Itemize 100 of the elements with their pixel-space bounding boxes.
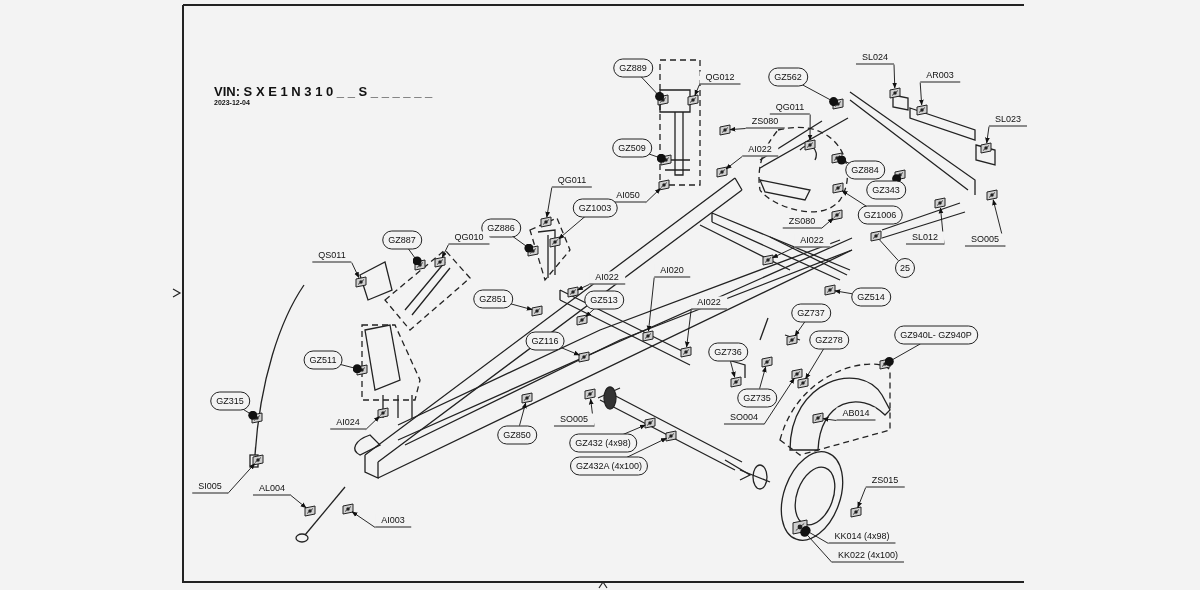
part-drawing	[658, 179, 670, 191]
part-number-callout: GZ509	[612, 138, 652, 158]
part-number-callout: GZ343	[866, 180, 906, 200]
part-number-callout: GZ735	[737, 388, 777, 408]
part-number-label: AI022	[742, 143, 778, 157]
part-number-label: AI022	[589, 271, 625, 285]
part-drawing	[342, 503, 354, 515]
part-number-callout: GZ278	[809, 330, 849, 350]
part-number-label: QG012	[699, 71, 741, 85]
part-drawing	[356, 364, 368, 376]
part-drawing	[531, 305, 543, 317]
part-number-callout: GZ889	[613, 58, 653, 78]
part-number-label: QG011	[551, 174, 593, 188]
part-number-callout: GZ1003	[572, 198, 618, 218]
part-drawing	[980, 142, 992, 154]
part-drawing	[578, 351, 590, 363]
part-number-label: AI050	[610, 189, 646, 203]
part-drawing	[657, 94, 669, 106]
part-number-callout: GZ432A (4x100)	[570, 456, 648, 476]
part-drawing	[916, 104, 928, 116]
part-drawing	[879, 358, 891, 370]
part-drawing	[832, 98, 844, 110]
part-number-callout: GZ511	[303, 350, 343, 370]
part-number-label: SL023	[989, 113, 1027, 127]
part-drawing	[786, 334, 798, 346]
part-number-label: SO004	[724, 411, 764, 425]
part-drawing	[761, 356, 773, 368]
part-number-callout: GZ737	[791, 303, 831, 323]
part-drawing	[576, 314, 588, 326]
part-drawing	[894, 169, 906, 181]
part-drawing	[252, 454, 264, 466]
part-number-label: AR003	[920, 69, 960, 83]
part-number-label: SO005	[554, 413, 594, 427]
part-drawing	[644, 417, 656, 429]
part-number-callout: GZ736	[708, 342, 748, 362]
part-drawing	[986, 189, 998, 201]
part-number-label: AI022	[794, 234, 830, 248]
part-drawing	[804, 139, 816, 151]
part-number-label: KK014 (4x98)	[828, 530, 896, 544]
vin-text: VIN: S X E 1 N 3 1 0 _ _ S _ _ _ _ _ _	[214, 84, 433, 99]
part-number-callout: GZ116	[525, 331, 565, 351]
part-number-callout: 25	[895, 258, 915, 278]
part-drawing	[567, 286, 579, 298]
part-number-label: SL024	[856, 51, 894, 65]
part-number-label: AL004	[253, 482, 291, 496]
leader-line	[878, 239, 899, 262]
part-drawing	[434, 256, 446, 268]
part-drawing	[540, 216, 552, 228]
part-drawing	[934, 197, 946, 209]
part-number-callout: GZ1006	[857, 205, 903, 225]
part-number-callout: GZ850	[497, 425, 537, 445]
part-number-label: QS011	[312, 249, 352, 263]
part-drawing	[850, 506, 862, 518]
part-number-callout: GZ315	[210, 391, 250, 411]
part-number-callout: GZ940L- GZ940P	[894, 325, 978, 345]
part-drawing	[792, 519, 808, 535]
part-drawing	[831, 209, 843, 221]
part-number-label: QG011	[769, 101, 811, 115]
part-drawing	[251, 412, 263, 424]
part-drawing	[584, 388, 596, 400]
part-number-label: SI005	[192, 480, 228, 494]
part-number-label: AB014	[836, 407, 876, 421]
part-number-label: SL012	[906, 231, 944, 245]
part-drawing	[716, 166, 728, 178]
part-number-callout: GZ514	[851, 287, 891, 307]
part-number-callout: GZ887	[382, 230, 422, 250]
part-number-label: AI022	[691, 296, 727, 310]
part-number-callout: GZ851	[473, 289, 513, 309]
part-number-label: ZS080	[782, 215, 822, 229]
part-drawing	[304, 505, 316, 517]
part-number-label: ZS080	[745, 115, 785, 129]
part-drawing	[665, 430, 677, 442]
part-drawing	[730, 376, 742, 388]
part-drawing	[762, 254, 774, 266]
part-drawing	[355, 276, 367, 288]
part-number-callout: GZ432 (4x98)	[569, 433, 637, 453]
part-drawing	[660, 154, 672, 166]
part-drawing	[791, 368, 803, 380]
part-number-callout: GZ562	[768, 67, 808, 87]
part-drawing	[414, 259, 426, 271]
part-drawing	[870, 230, 882, 242]
part-drawing	[797, 377, 809, 389]
part-drawing	[889, 87, 901, 99]
part-number-label: ZS015	[865, 474, 905, 488]
part-drawing	[824, 284, 836, 296]
part-drawing	[812, 412, 824, 424]
part-number-label: AI020	[654, 264, 690, 278]
part-number-label: KK022 (4x100)	[832, 549, 904, 563]
part-number-label: QG010	[448, 231, 490, 245]
part-drawing	[642, 330, 654, 342]
part-drawing	[680, 346, 692, 358]
part-drawing	[521, 392, 533, 404]
part-number-label: AI024	[330, 416, 366, 430]
part-number-label: SO005	[965, 233, 1005, 247]
part-drawing	[719, 124, 731, 136]
part-number-label: AI003	[375, 514, 411, 528]
part-drawing	[377, 407, 389, 419]
part-drawing	[527, 245, 539, 257]
part-number-callout: GZ513	[584, 290, 624, 310]
part-drawing	[832, 182, 844, 194]
